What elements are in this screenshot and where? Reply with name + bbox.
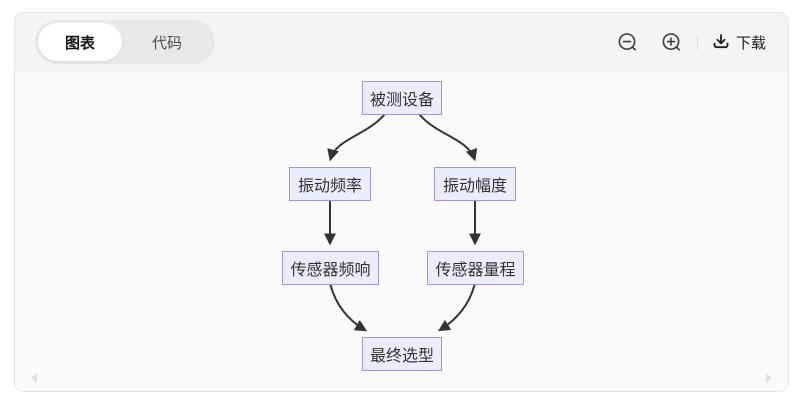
- chart-toolbar: 图表 代码: [15, 13, 788, 71]
- edge-device-to-freq: [327, 114, 385, 162]
- download-icon: [713, 34, 729, 49]
- edge-sensor-freq-to-final: [329, 284, 368, 332]
- tab-chart[interactable]: 图表: [38, 23, 123, 61]
- flow-node-vibration-amplitude: 振动幅度: [434, 167, 516, 201]
- view-mode-segmented-control: 图表 代码: [35, 20, 216, 64]
- tab-code[interactable]: 代码: [152, 34, 183, 52]
- zoom-out-button[interactable]: [617, 31, 639, 53]
- download-button[interactable]: 下载: [712, 32, 766, 53]
- chart-widget-card: 图表 代码: [14, 12, 789, 392]
- flow-node-vibration-frequency: 振动频率: [289, 167, 371, 201]
- toolbar-divider: [696, 34, 698, 50]
- flowchart-canvas: 被测设备 振动频率 振动幅度 传感器频响 传感器量程 最终选型: [15, 71, 788, 391]
- zoom-in-button[interactable]: [661, 31, 683, 53]
- magnifier-minus-icon: [619, 32, 637, 51]
- flow-node-final-selection: 最终选型: [362, 337, 442, 371]
- flow-node-sensor-frequency-response: 传感器频响: [282, 251, 379, 285]
- canvas-corner-marker-left: [31, 373, 37, 383]
- magnifier-plus-icon: [663, 32, 681, 51]
- canvas-corner-marker-right: [766, 373, 772, 383]
- flow-node-device: 被测设备: [362, 81, 442, 115]
- edge-device-to-amp: [419, 114, 478, 162]
- flow-node-sensor-range: 传感器量程: [427, 251, 524, 285]
- download-label: 下载: [735, 34, 766, 52]
- toolbar-controls: 下载: [617, 31, 766, 53]
- edge-sensor-range-to-final: [437, 284, 476, 332]
- flowchart-edges: [324, 114, 481, 332]
